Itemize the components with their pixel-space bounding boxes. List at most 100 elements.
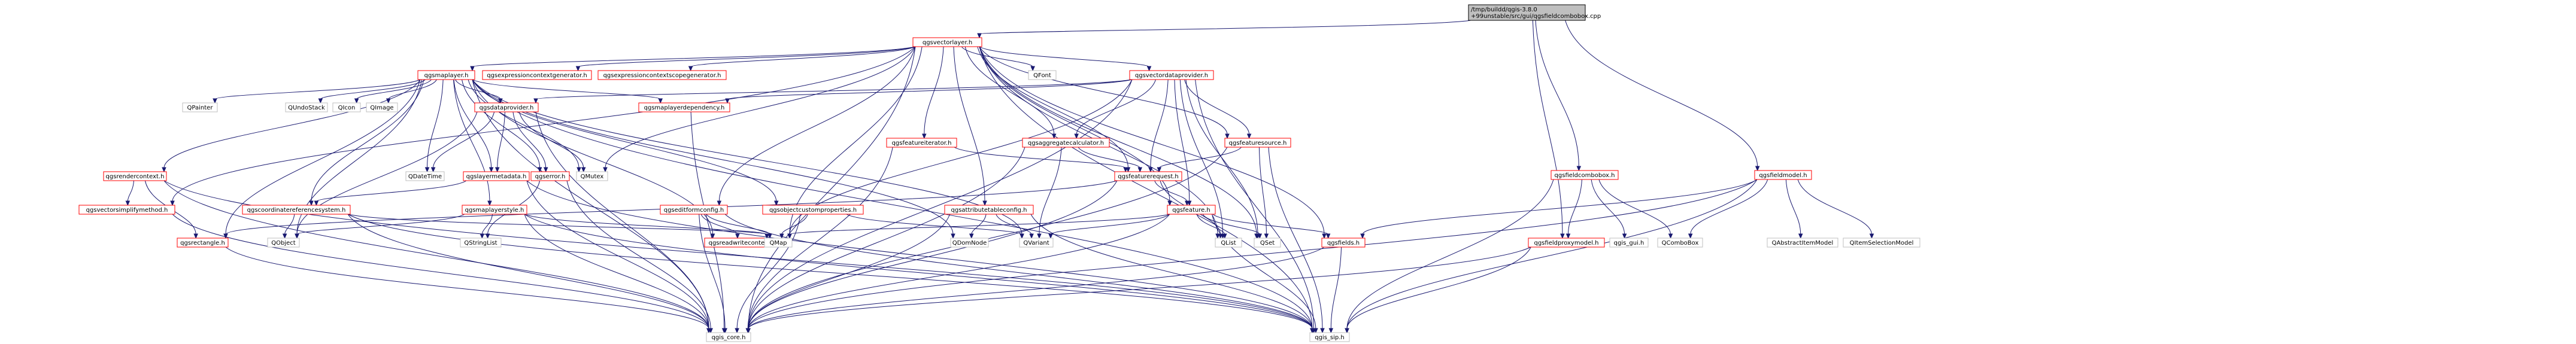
edge-qgsvectorlayer-to-qgsvectordataprovider [979, 46, 1150, 68]
node-label: qgsfeaturerequest.h [1118, 173, 1179, 180]
node-qgsobjectcustomproperties[interactable]: qgsobjectcustomproperties.h [762, 205, 864, 215]
edge-arrowhead [787, 233, 792, 239]
node-qgsattributetableconfig[interactable]: qgsattributetableconfig.h [944, 205, 1034, 215]
node-qgsvectorlayer[interactable]: qgsvectorlayer.h [912, 37, 982, 47]
node-box [886, 138, 957, 148]
node-qgsfields[interactable]: qgsfields.h [1321, 238, 1366, 248]
edge-arrowhead [710, 233, 715, 239]
node-qgsreadwritecontext[interactable]: qgsreadwritecontext.h [704, 238, 781, 248]
node-box [177, 238, 229, 248]
node-qgsrectangle[interactable]: qgsrectangle.h [177, 238, 229, 248]
node-qgsfieldmodel[interactable]: qgsfieldmodel.h [1754, 170, 1812, 180]
edge-arrowhead [1869, 233, 1874, 239]
edge-qgsrectangle-to-qgis_core [225, 246, 709, 330]
node-box [1224, 138, 1291, 148]
node-box [660, 205, 728, 215]
node-qgsfeaturesource[interactable]: qgsfeaturesource.h [1224, 138, 1291, 148]
node-label: qgsaggregatecalculator.h [1028, 140, 1104, 147]
edge-arrowhead [386, 98, 391, 104]
edge-qgsdataprovider-to-qgslayermetadata [497, 111, 505, 169]
edge-arrowhead [1322, 233, 1327, 239]
node-qgsvectordataprovider[interactable]: qgsvectordataprovider.h [1129, 70, 1214, 80]
edge-qgsvectordataprovider-to-qset [1185, 79, 1258, 235]
edge-arrowhead [470, 66, 475, 72]
edge-arrowhead [1125, 167, 1131, 173]
edge-arrowhead [1074, 133, 1079, 139]
node-label: QPainter [187, 105, 214, 111]
node-label: QSet [1260, 240, 1275, 246]
edge-arrowhead [480, 233, 485, 239]
edge-qgsfeature-to-qgis_core [748, 214, 1170, 330]
edge-arrowhead [1310, 328, 1315, 334]
node-label: qgsfeature.h [1172, 207, 1210, 214]
node-qgsdataprovider[interactable]: qgsdataprovider.h [474, 102, 539, 112]
edge-qgsvectordataprovider-to-qlist [1179, 79, 1223, 235]
node-label: QMap [770, 240, 787, 246]
edge-qgsmaplayer-to-qmutex [468, 79, 579, 169]
node-label: QComboBox [1662, 240, 1699, 246]
edge-arrowhead [1222, 233, 1227, 239]
node-box [1022, 138, 1110, 148]
edge-arrowhead [723, 328, 727, 334]
node-qgsfeature[interactable]: qgsfeature.h [1167, 205, 1216, 215]
node-qgsrendercontext[interactable]: qgsrendercontext.h [103, 171, 167, 181]
node-qgscoordinatereferencesystem[interactable]: qgscoordinatereferencesystem.h [242, 205, 351, 215]
node-qgsaggregatecalculator[interactable]: qgsaggregatecalculator.h [1022, 138, 1110, 148]
edge-qgsmaplayer-to-qgscoordinatereferencesystem [311, 79, 424, 202]
node-qgserror[interactable]: qgserror.h [530, 171, 570, 181]
edge-qgsvectorlayer-to-qgsmaplayer [472, 46, 916, 68]
edge-arrowhead [430, 167, 436, 173]
edge-arrowhead [1360, 233, 1365, 239]
node-box [1309, 332, 1350, 342]
node-box [1528, 238, 1605, 248]
node-box [762, 205, 864, 215]
node-qgsfieldcombobox[interactable]: qgsfieldcombobox.h [1551, 170, 1619, 180]
edge-qgsmaplayer-to-qgserror [462, 79, 541, 169]
edge-qgsfieldmodel-to-qcombobox [1690, 179, 1768, 235]
node-qgseditformconfig[interactable]: qgseditformconfig.h [660, 205, 728, 215]
edge-arrowhead [581, 167, 586, 173]
edge-qgsfeaturerequest-to-qgsfeature [1154, 180, 1188, 202]
node-box [1609, 238, 1649, 248]
node-box [460, 238, 502, 248]
node-label: qgsobjectcustomproperties.h [769, 207, 857, 214]
edge-qgsmaplayer-to-qgsrectangle [225, 79, 421, 235]
edge-qgsvectorlayer-to-qgsfeatureiterator [924, 46, 944, 135]
node-qgsfeaturerequest[interactable]: qgsfeaturerequest.h [1114, 171, 1182, 181]
edge-qgsvectorlayer-to-qmutex [605, 46, 916, 169]
node-root[interactable]: /tmp/buildd/qgis-3.8.0+99unstable/src/gu… [1468, 4, 1601, 21]
node-qgsexpressioncontextscopegenerator[interactable]: qgsexpressioncontextscopegenerator.h [597, 70, 727, 80]
node-label: QIcon [338, 105, 356, 111]
node-label: qgsattributetableconfig.h [951, 207, 1027, 214]
edge-qgsvectordataprovider-to-qgsdataprovider [535, 79, 1133, 100]
node-label: qgslayermetadata.h [466, 173, 527, 180]
node-qgsvectorsimplifymethod[interactable]: qgsvectorsimplifymethod.h [78, 205, 175, 215]
edge-qgsvectordataprovider-to-qgsaggregatecalculator [1076, 79, 1157, 135]
edge-qgsfeature-to-qgis_sip [1212, 214, 1316, 330]
edge-qgsfieldmodel-to-qabstractitemmodel [1785, 179, 1801, 235]
edge-qgsvectordataprovider-to-qgsmaplayerdependency [727, 79, 1133, 100]
edge-qgsfieldmodel-to-qgis_core [748, 179, 1758, 330]
edge-qgsobjectcustomproperties-to-qvariant [846, 214, 1022, 235]
node-qgsfeatureiterator[interactable]: qgsfeatureiterator.h [886, 138, 957, 148]
node-qvariant: QVariant [1019, 238, 1054, 248]
node-box [462, 205, 527, 215]
edge-qgsfields-to-qgis_sip [1330, 246, 1342, 330]
edge-arrowhead [1755, 166, 1760, 172]
node-qgsfieldproxymodel[interactable]: qgsfieldproxymodel.h [1528, 238, 1605, 248]
node-qgsexpressioncontextgenerator[interactable]: qgsexpressioncontextgenerator.h [482, 70, 592, 80]
node-qcombobox: QComboBox [1657, 238, 1703, 248]
node-label: qgsexpressioncontextscopegenerator.h [603, 72, 721, 79]
graph-nodes: /tmp/buildd/qgis-3.8.0+99unstable/src/gu… [78, 4, 1920, 342]
edge-arrowhead [773, 200, 779, 206]
edge-arrowhead [1345, 328, 1349, 334]
edge-root-to-qgsvectorlayer [979, 20, 1471, 35]
node-qgsmaplayerdependency[interactable]: qgsmaplayerdependency.h [638, 102, 730, 112]
edge-qgsaggregatecalculator-to-qgis_core [748, 147, 1025, 330]
edge-arrowhead [1123, 167, 1128, 173]
edge-arrowhead [533, 98, 538, 104]
node-qgsmaplayer[interactable]: qgsmaplayer.h [417, 70, 475, 80]
node-qgsmaplayerstyle[interactable]: qgsmaplayerstyle.h [462, 205, 527, 215]
node-qgslayermetadata[interactable]: qgslayermetadata.h [463, 171, 530, 181]
